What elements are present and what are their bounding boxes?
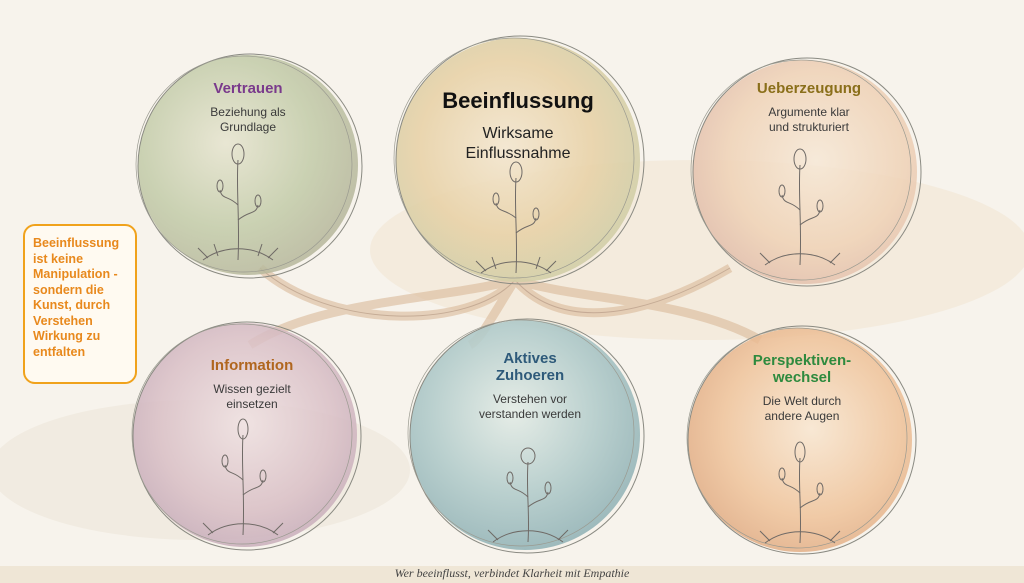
node-description-line: und strukturiert <box>768 120 850 134</box>
central-subtitle-line: Einflussnahme <box>465 145 571 162</box>
node-title-line: Perspektiven- <box>752 352 852 369</box>
flower-icon <box>475 161 557 274</box>
side-note-callout: Beeinflussung ist keine Manipulation - s… <box>23 224 137 384</box>
node-description-line: Argumente klar <box>768 105 850 119</box>
node-description-line: Verstehen vor <box>492 392 568 406</box>
side-note-line: ist keine <box>33 251 84 266</box>
node-title-line: Zuhoeren <box>495 367 565 384</box>
node-vertrauen: Vertrauen Beziehung als Grundlage <box>168 80 328 135</box>
node-ueberzeugung: Ueberzeugung Argumente klar und struktur… <box>724 80 894 135</box>
bubble-beeinflussung <box>393 35 645 285</box>
node-description: Verstehen vor verstanden werden <box>450 392 610 422</box>
flower-icon <box>197 143 279 261</box>
side-note-line: Beeinflussung <box>33 236 120 250</box>
side-note-line: entfalten <box>33 344 86 359</box>
bubble-information <box>131 321 362 551</box>
bubble-aktives-zuhoeren <box>407 318 645 554</box>
node-title: Vertrauen <box>213 80 283 97</box>
node-description: Argumente klar und strukturiert <box>724 105 894 135</box>
node-description-line: Die Welt durch <box>762 394 842 408</box>
footer-caption: Wer beeinflusst, verbindet Klarheit mit … <box>0 566 1024 583</box>
node-description-line: einsetzen <box>226 397 278 411</box>
node-title: Ueberzeugung <box>756 80 862 97</box>
node-perspektivenwechsel: Perspektiven- wechsel Die Welt durch and… <box>722 352 882 424</box>
node-title: Information <box>210 357 294 374</box>
node-description: Beziehung als Grundlage <box>168 105 328 135</box>
node-information: Information Wissen gezielt einsetzen <box>172 357 332 412</box>
flower-illustrations <box>197 143 841 544</box>
node-title: Perspektiven- wechsel <box>722 352 882 386</box>
side-note-line: Kunst, durch <box>33 298 111 312</box>
node-description-line: verstanden werden <box>478 407 582 421</box>
node-aktives-zuhoeren: Aktives Zuhoeren Verstehen vor verstande… <box>450 350 610 422</box>
node-description-line: Beziehung als <box>210 105 286 119</box>
side-note-line: Manipulation - <box>33 267 118 281</box>
bubble-vertrauen <box>135 53 363 279</box>
flower-icon <box>759 148 841 266</box>
node-description: Die Welt durch andere Augen <box>722 394 882 424</box>
central-subtitle: Wirksame Einflussnahme <box>418 124 618 164</box>
node-title: Aktives Zuhoeren <box>450 350 610 384</box>
side-note-line: Wirkung zu <box>33 329 101 343</box>
node-description-line: Wissen gezielt <box>213 382 291 396</box>
node-title-line: wechsel <box>772 369 832 386</box>
flower-icon <box>202 418 284 536</box>
central-subtitle-line: Wirksame <box>482 125 554 142</box>
side-note-line: sondern die <box>33 282 104 297</box>
node-description-line: andere Augen <box>764 409 840 423</box>
side-note-line: Verstehen <box>33 313 93 328</box>
node-description: Wissen gezielt einsetzen <box>172 382 332 412</box>
central-title: Beeinflussung <box>442 88 594 113</box>
bubble-perspektivenwechsel <box>686 325 917 555</box>
node-description-line: Grundlage <box>219 120 277 134</box>
flower-icon <box>759 441 841 544</box>
bubble-ueberzeugung <box>690 57 922 287</box>
flower-icon <box>487 447 569 543</box>
node-title-line: Aktives <box>503 350 557 367</box>
node-beeinflussung: Beeinflussung Wirksame Einflussnahme <box>418 88 618 164</box>
